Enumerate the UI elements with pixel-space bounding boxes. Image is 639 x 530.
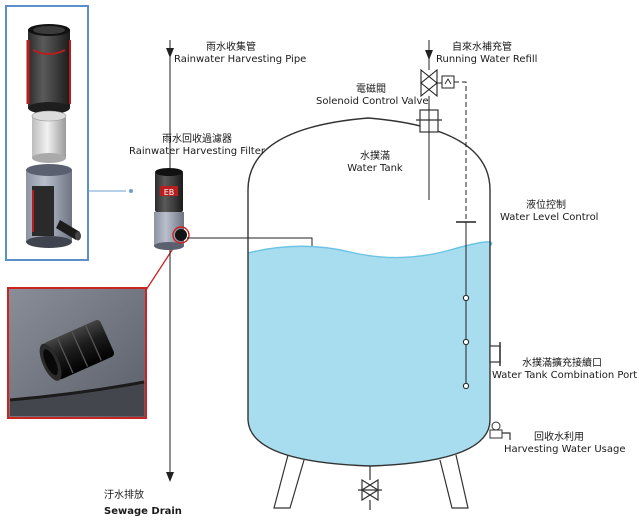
label-filter-en: Rainwater Harvesting Filter xyxy=(128,146,265,157)
svg-text:EB: EB xyxy=(164,188,175,197)
label-combination-port-en: Water Tank Combination Port xyxy=(492,370,638,381)
label-refill-zh: 自來水補充管 xyxy=(452,42,512,53)
label-rainwater-pipe-zh: 雨水收集管 xyxy=(206,42,256,53)
label-drain: 汙水排放 Sewage Drain xyxy=(104,490,182,518)
label-tank-zh: 水撲滿 xyxy=(360,151,390,162)
label-level-control-zh: 液位控制 xyxy=(526,200,566,211)
filter-mesh-section xyxy=(31,110,67,163)
label-rainwater-pipe: 雨水收集管 Rainwater Harvesting Pipe xyxy=(174,42,306,66)
label-tank-en: Water Tank xyxy=(347,163,403,174)
label-drain-zh: 汙水排放 xyxy=(104,490,144,501)
tank-water xyxy=(248,241,492,466)
label-rainwater-pipe-en: Rainwater Harvesting Pipe xyxy=(174,54,307,65)
outlet-zoom-inset xyxy=(7,287,147,419)
label-filter-zh: 雨水回收過濾器 xyxy=(162,134,232,145)
label-usage-zh: 回收水利用 xyxy=(534,432,584,443)
label-drain-en: Sewage Drain xyxy=(104,506,182,517)
refill-pipe xyxy=(425,40,433,200)
filter-housing-section xyxy=(26,164,81,248)
rainwater-pipe xyxy=(166,40,174,482)
label-combination-port: 水撲滿擴充接續口 Water Tank Combination Port xyxy=(492,358,637,382)
label-level-control: 液位控制 Water Level Control xyxy=(500,200,598,224)
label-combination-port-zh: 水撲滿擴充接續口 xyxy=(522,358,602,369)
label-filter: 雨水回收過濾器 Rainwater Harvesting Filter xyxy=(128,134,266,158)
label-usage: 回收水利用 Harvesting Water Usage xyxy=(504,432,626,456)
solenoid-valve xyxy=(420,68,455,98)
label-tank: 水撲滿 Water Tank xyxy=(340,151,410,175)
filter-top-section xyxy=(26,24,71,114)
label-level-control-en: Water Level Control xyxy=(500,212,599,223)
label-usage-en: Harvesting Water Usage xyxy=(504,444,626,455)
label-solenoid-zh: 電磁閥 xyxy=(356,84,386,95)
water-tank xyxy=(247,109,511,510)
rainwater-filter: EB xyxy=(154,168,190,250)
filter-exploded-inset xyxy=(5,5,89,261)
label-solenoid-en: Solenoid Control Valve xyxy=(316,96,429,107)
label-solenoid: 電磁閥 Solenoid Control Valve xyxy=(316,84,429,108)
label-refill: 自來水補充管 Running Water Refill xyxy=(436,42,537,66)
level-control xyxy=(454,81,476,390)
label-refill-en: Running Water Refill xyxy=(436,54,538,65)
